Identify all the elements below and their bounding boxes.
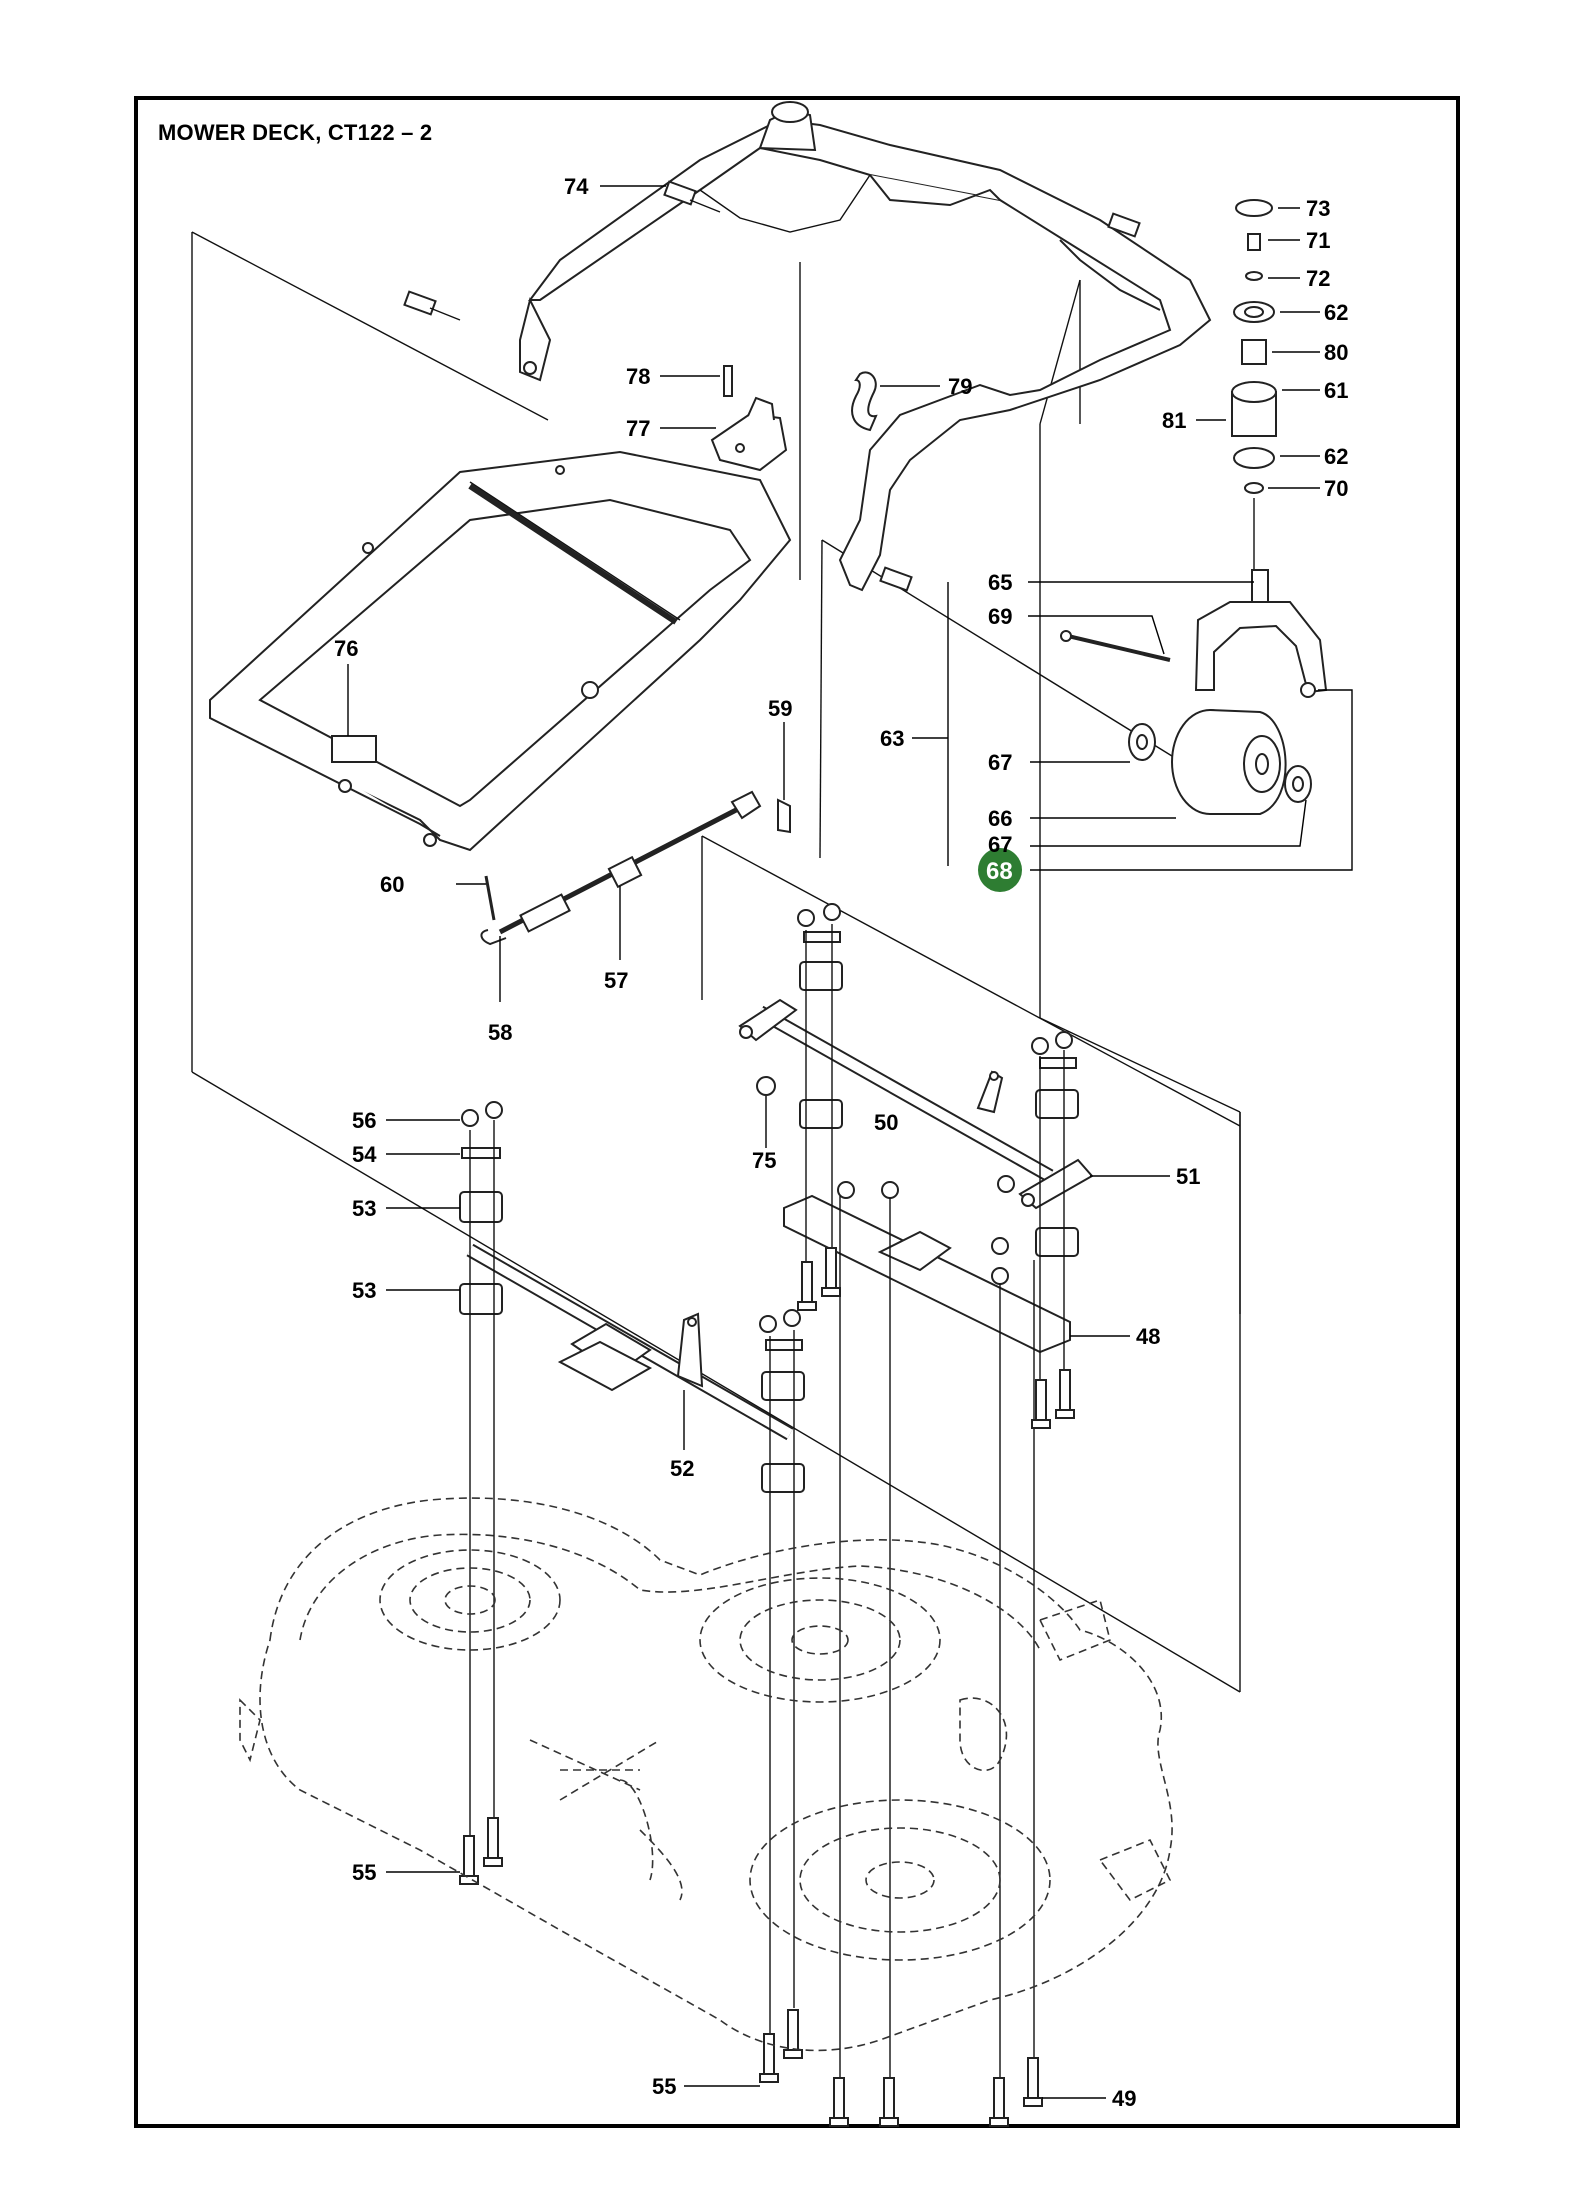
callout-48: 48	[1136, 1324, 1160, 1349]
cap-73	[1235, 199, 1273, 217]
nut-50b	[881, 1181, 899, 1199]
callout-61: 61	[1324, 378, 1348, 403]
washer-72	[1245, 271, 1263, 281]
callout-63: 63	[880, 726, 904, 751]
callout-68-badge	[978, 848, 1022, 892]
callout-49: 49	[1112, 2086, 1136, 2111]
callout-62-upper: 62	[1324, 300, 1348, 325]
caster-fork-65	[1194, 569, 1328, 694]
pin-59	[777, 798, 791, 834]
diagram-title: MOWER DECK, CT122 – 2	[158, 120, 433, 145]
plate-54	[461, 1147, 501, 1159]
front-axle-frame	[519, 101, 1212, 592]
block-53a	[459, 1191, 503, 1223]
projection-lines	[191, 231, 1241, 1693]
washer-70	[1244, 482, 1264, 494]
clip-79	[851, 371, 878, 432]
adjustment-rod-57	[480, 790, 791, 946]
callout-55-left: 55	[352, 1860, 376, 1885]
callout-51: 51	[1176, 1164, 1200, 1189]
bracket-77	[710, 365, 788, 472]
caster-stack	[1231, 199, 1277, 570]
callout-70: 70	[1324, 476, 1348, 501]
callout-74: 74	[564, 174, 589, 199]
callout-52: 52	[670, 1456, 694, 1481]
callout-72: 72	[1306, 266, 1330, 291]
callout-80: 80	[1324, 340, 1348, 365]
callout-66: 66	[988, 806, 1012, 831]
nut-50a	[837, 1181, 855, 1199]
callout-71: 71	[1306, 228, 1330, 253]
lift-frame-76	[209, 450, 792, 852]
nut-68	[1300, 682, 1316, 698]
bolt-frame-left	[403, 290, 461, 321]
callout-59: 59	[768, 696, 792, 721]
callout-58: 58	[488, 1020, 512, 1045]
callout-77: 77	[626, 416, 650, 441]
bolt-axes	[469, 924, 1065, 2078]
callout-67-lower: 67	[988, 832, 1012, 857]
callout-55-bottom: 55	[652, 2074, 676, 2099]
callout-60: 60	[380, 872, 404, 897]
bracket-76	[331, 735, 377, 763]
mower-deck-housing	[239, 1497, 1173, 2052]
callout-69: 69	[988, 604, 1012, 629]
callout-62-lower: 62	[1324, 444, 1348, 469]
nut-75	[756, 1076, 776, 1096]
callout-56: 56	[352, 1108, 376, 1133]
callout-67-upper: 67	[988, 750, 1012, 775]
bolt-71	[1247, 233, 1261, 251]
bolt-frame-front	[879, 566, 913, 592]
rear-pivot-shaft-51	[738, 998, 1094, 1210]
callout-57: 57	[604, 968, 628, 993]
axle-bolt-69	[1060, 630, 1171, 662]
diagram-frame	[134, 96, 1460, 2128]
bolt-frame-right	[1107, 212, 1141, 238]
front-pivot-shaft-52	[466, 1243, 794, 1441]
vertical-bolts	[459, 1247, 1075, 2127]
center-bracket-48	[783, 1175, 1071, 1354]
callout-54: 54	[352, 1142, 377, 1167]
bearing-62b	[1233, 447, 1275, 469]
callout-labels: 74 73 71 72 62 80 61 81 62 70 78 79 77 7…	[334, 174, 1348, 2111]
bushing-blocks	[459, 903, 1079, 1493]
callout-76: 76	[334, 636, 358, 661]
callout-75: 75	[752, 1148, 776, 1173]
nut-56a	[461, 1109, 479, 1127]
block-53b	[459, 1283, 503, 1315]
callout-78: 78	[626, 364, 650, 389]
callout-53-upper: 53	[352, 1196, 376, 1221]
spacer-80	[1241, 339, 1267, 365]
caster-wheel-66	[1128, 682, 1316, 815]
callout-79: 79	[948, 374, 972, 399]
callout-50: 50	[874, 1110, 898, 1135]
nut-56b	[485, 1101, 503, 1119]
callout-81: 81	[1162, 408, 1186, 433]
callout-53-lower: 53	[352, 1278, 376, 1303]
leader-lines	[347, 185, 1353, 2099]
callout-68: 68	[986, 858, 1013, 885]
pin-60	[480, 929, 507, 946]
front-plate	[557, 1340, 653, 1392]
callout-73: 73	[1306, 196, 1330, 221]
bolt-74	[663, 180, 721, 213]
callout-65: 65	[988, 570, 1012, 595]
bolt-78	[723, 365, 733, 397]
